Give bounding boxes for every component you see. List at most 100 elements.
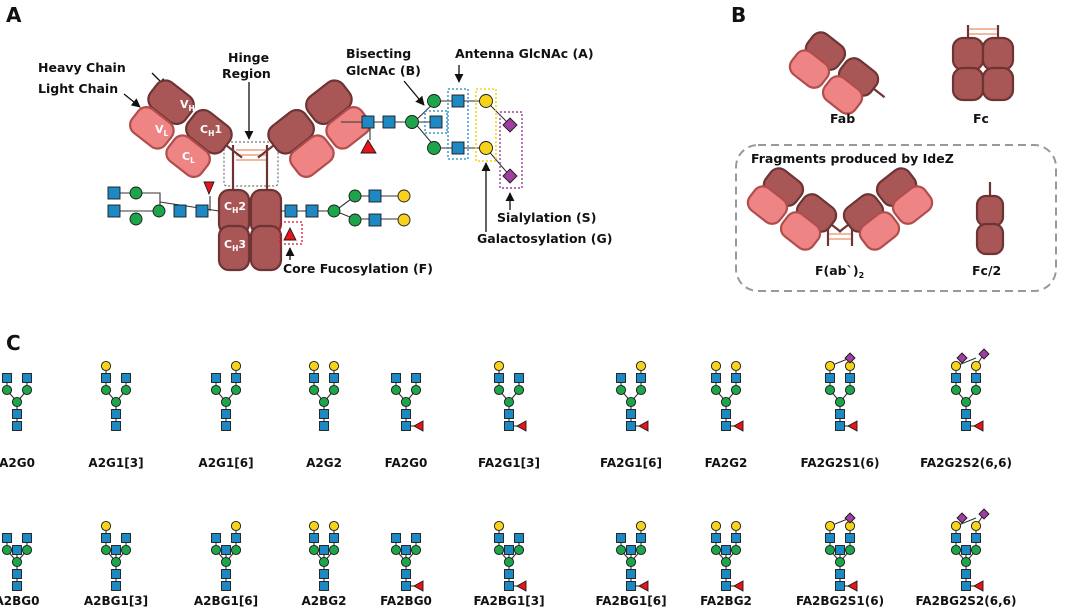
glcnac-icon: [451, 141, 465, 155]
core-fucose-highlight-box: [279, 221, 303, 245]
galactose-icon: [950, 520, 962, 532]
glycan-structure: A2G0: [0, 373, 35, 470]
glcnac-icon: [111, 569, 121, 579]
galactose-icon: [635, 520, 647, 532]
glcnac-icon: [22, 533, 32, 543]
galactose-icon: [397, 213, 411, 227]
glycan-structure: FA2BG1[3]: [473, 520, 545, 608]
glcnac-icon: [221, 569, 231, 579]
galactose-icon: [730, 360, 742, 372]
fucose-icon: [733, 420, 744, 432]
fucose-icon: [203, 181, 215, 196]
glcnac-icon: [721, 545, 731, 555]
galactose-icon: [970, 360, 982, 372]
fucose-icon: [360, 139, 377, 154]
glcnac-icon: [329, 373, 339, 383]
glcnac-icon: [721, 581, 731, 591]
mannose-icon: [220, 396, 232, 408]
vh-domain-label: VH: [180, 98, 195, 113]
mannose-icon: [427, 141, 441, 155]
bisecting-label-line1: Bisecting: [346, 46, 411, 61]
glcnac-icon: [721, 569, 731, 579]
galactose-icon: [100, 520, 112, 532]
mannose-icon: [348, 189, 362, 203]
bisecting-arrow: [403, 80, 425, 106]
glcnac-icon: [504, 421, 514, 431]
glycan-name-label: A2BG2: [302, 594, 347, 608]
ideZ-fragments-box: [735, 144, 1057, 292]
galactose-icon: [710, 360, 722, 372]
sialic-acid-highlight-box: [499, 111, 523, 189]
fucose-icon: [638, 420, 649, 432]
antenna-highlight-box: [447, 88, 469, 160]
fucose-icon: [638, 580, 649, 592]
glcnac-icon: [835, 581, 845, 591]
glycan-structure: FA2G2S1(6): [801, 352, 879, 470]
mannose-icon: [970, 384, 982, 396]
panel-a-letter: A: [6, 3, 22, 27]
glcnac-icon: [401, 581, 411, 591]
fc-glycan-left: [107, 181, 220, 226]
glcnac-icon: [401, 409, 411, 419]
bisecting-highlight-box: [424, 110, 448, 134]
glcnac-icon: [971, 373, 981, 383]
fucose-icon: [413, 580, 424, 592]
fab2-label: F(ab`)2: [815, 263, 864, 280]
fab2-fragment: [746, 167, 934, 251]
glycan-structure: A2BG1[6]: [194, 520, 258, 608]
galactosylation-label: Galactosylation (G): [477, 231, 612, 246]
glycan-structure: FA2G2: [705, 360, 747, 470]
glcnac-icon: [12, 545, 22, 555]
fucose-icon: [847, 580, 858, 592]
glcnac-icon: [731, 373, 741, 383]
glcnac-icon: [731, 533, 741, 543]
mannose-icon: [230, 544, 242, 556]
ch3-domain-label: CH3: [224, 238, 246, 253]
mannose-icon: [390, 544, 402, 556]
fucose-icon: [516, 420, 527, 432]
glycan-name-label: FA2G1[3]: [478, 456, 540, 470]
light-chain-arrow: [123, 93, 141, 108]
cl-domain-label: CL: [182, 150, 195, 165]
glcnac-icon: [329, 533, 339, 543]
glycan-name-label: FA2BG1[3]: [473, 594, 544, 608]
fc2-label: Fc/2: [972, 263, 1001, 278]
fucose-icon: [973, 420, 984, 432]
glycan-name-label: FA2G2S2(6,6): [920, 456, 1012, 470]
sialic-acid-icon: [844, 512, 856, 524]
galactose-icon: [730, 520, 742, 532]
fc2-fragment: [975, 182, 1005, 256]
mannose-icon: [427, 94, 441, 108]
bisecting-label-line2: GlcNAc (B): [346, 63, 421, 78]
fab-label: Fab: [830, 111, 855, 126]
mannose-icon: [100, 384, 112, 396]
galactose-icon: [328, 360, 340, 372]
mannose-icon: [513, 384, 525, 396]
glcnac-icon: [391, 373, 401, 383]
mannose-icon: [844, 544, 856, 556]
galactose-icon: [308, 360, 320, 372]
fc-glycan-right: [279, 189, 411, 245]
glycan-name-label: A2BG1[3]: [84, 594, 148, 608]
mannose-icon: [844, 384, 856, 396]
mannose-icon: [503, 556, 515, 568]
glcnac-icon: [111, 545, 121, 555]
mannose-icon: [625, 556, 637, 568]
mannose-icon: [834, 556, 846, 568]
mannose-icon: [21, 384, 33, 396]
sialic-acid-icon: [978, 508, 990, 520]
mannose-icon: [230, 384, 242, 396]
glcnac-icon: [961, 409, 971, 419]
glcnac-icon: [382, 115, 396, 129]
ch2-domain-label: CH2: [224, 200, 246, 215]
glycan-name-label: A2G2: [306, 456, 342, 470]
mannose-icon: [308, 384, 320, 396]
glcnac-icon: [951, 373, 961, 383]
bisecting-glcnac-icon: [429, 115, 443, 129]
mannose-icon: [950, 384, 962, 396]
sialic-acid-icon: [502, 117, 518, 133]
glcnac-icon: [368, 213, 382, 227]
sialylation-label: Sialylation (S): [497, 210, 596, 225]
